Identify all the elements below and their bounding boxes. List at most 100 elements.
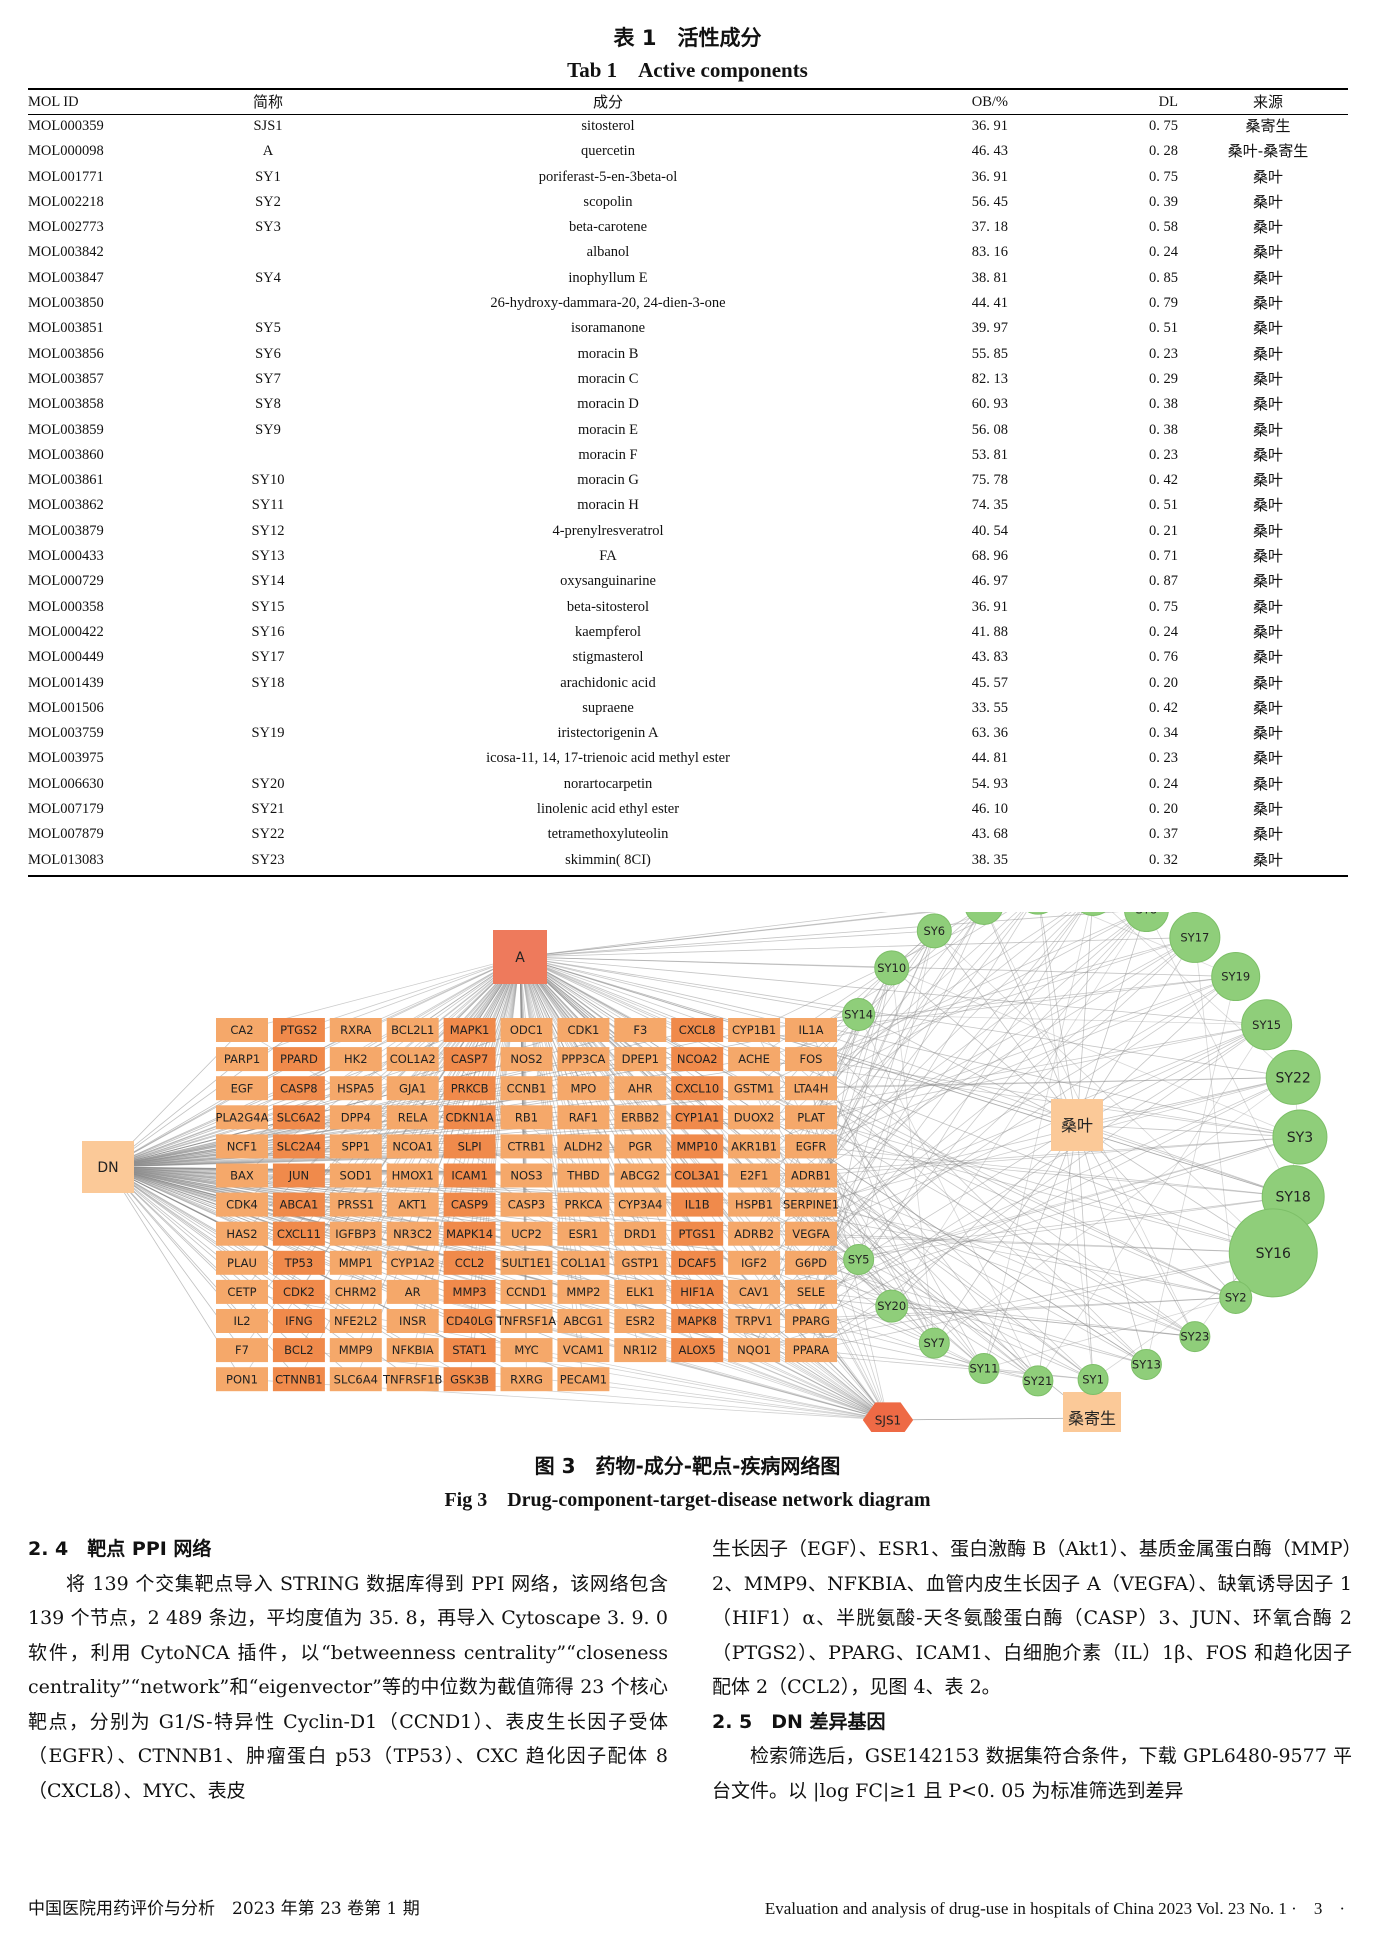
cell-abbr: SY2 (255, 193, 281, 210)
cell-component: supraene (582, 699, 634, 716)
target-label: PLA2G4A (216, 1110, 269, 1124)
target-label: COL3A1 (674, 1169, 720, 1183)
target-node (671, 1076, 724, 1101)
target-node (728, 1250, 781, 1275)
target-node (500, 1163, 553, 1188)
target-node (557, 1279, 610, 1304)
network-edge (810, 967, 893, 1234)
network-edge (891, 1124, 1078, 1307)
target-label: MAPK8 (677, 1314, 717, 1328)
target-label: E2F1 (740, 1169, 769, 1183)
cell-source: 桑叶 (1252, 547, 1283, 566)
network-edge (753, 1029, 1294, 1197)
network-edge (810, 912, 1027, 1264)
target-label: CHRM2 (335, 1285, 377, 1299)
target-label: UCP2 (511, 1227, 542, 1241)
target-label: LTA4H (794, 1081, 829, 1095)
cell-ob: 46. 43 (971, 143, 1008, 160)
section-2-4-heading: 2. 4 靶点 PPI 网络 (28, 1538, 212, 1560)
target-node (386, 1076, 439, 1101)
cell-source: 桑叶 (1252, 800, 1283, 819)
target-label: CYP1A1 (675, 1110, 719, 1124)
target-label: AR (405, 1285, 421, 1299)
cell-component: iristectorigenin A (557, 725, 659, 742)
target-node (728, 1047, 781, 1072)
network-edge (754, 1252, 1274, 1351)
target-label: DRD1 (624, 1227, 657, 1241)
cell-abbr: SY7 (255, 370, 281, 387)
component-label: SY15 (1252, 1018, 1281, 1032)
network-edge (858, 1136, 1301, 1260)
cell-ob: 37. 18 (971, 219, 1008, 236)
network-edge (519, 956, 893, 1307)
target-node (557, 1221, 610, 1246)
network-edge (810, 1233, 1274, 1254)
target-label: ELK1 (626, 1285, 655, 1299)
network-edge (810, 912, 1072, 1118)
target-label: ADRB2 (734, 1227, 774, 1241)
cell-source: 桑叶 (1252, 369, 1283, 388)
component-node (875, 1289, 909, 1323)
target-node (329, 1367, 382, 1392)
network-edge (519, 956, 812, 1031)
network-edge (810, 912, 1145, 1205)
cell-component: moracin D (577, 396, 639, 413)
network-edge (986, 912, 1078, 1126)
target-label: CXCL8 (679, 1023, 716, 1037)
cell-component: FA (599, 548, 617, 565)
network-edge (810, 1116, 1274, 1254)
cell-mol-id: MOL000359 (28, 118, 104, 134)
target-label: SULT1E1 (502, 1256, 551, 1270)
target-node (614, 1192, 667, 1217)
target-label: ODC1 (510, 1023, 543, 1037)
target-node (785, 1163, 837, 1188)
cell-mol-id: MOL003851 (28, 320, 104, 337)
network-edge (810, 937, 1196, 1176)
cell-dl: 0. 28 (1149, 143, 1178, 160)
network-edge (810, 1175, 985, 1369)
cell-mol-id: MOL003857 (28, 370, 104, 387)
cell-component: moracin C (577, 370, 639, 387)
network-edge (891, 967, 935, 1344)
network-edge (753, 1262, 1147, 1365)
target-label: EGF (231, 1081, 254, 1095)
target-label: TP53 (284, 1256, 314, 1270)
target-label: VCAM1 (563, 1343, 604, 1357)
network-edge (810, 1087, 1039, 1382)
target-label: ACHE (738, 1052, 770, 1066)
target-label: CETP (227, 1285, 256, 1299)
cell-ob: 38. 81 (971, 269, 1008, 286)
cell-component: isoramanone (570, 320, 646, 337)
cell-ob: 82. 13 (971, 370, 1008, 387)
target-label: IGFBP3 (335, 1227, 376, 1241)
target-label: CDKN1A (445, 1110, 493, 1124)
target-node (500, 1279, 553, 1304)
target-node (500, 1134, 553, 1159)
text-column-left: 2. 4 靶点 PPI 网络 将 139 个交集靶点导入 STRING 数据库得… (28, 1532, 668, 1808)
table-top-rule (28, 88, 1348, 90)
cell-mol-id: MOL003861 (28, 472, 104, 489)
cell-component: moracin H (577, 497, 639, 514)
target-node (329, 1309, 382, 1333)
target-label: TNFRSF1B (382, 1372, 442, 1386)
target-node (386, 1338, 439, 1363)
cell-dl: 0. 71 (1149, 548, 1178, 565)
cell-source: 桑叶 (1252, 648, 1283, 667)
cell-mol-id: MOL000449 (28, 649, 104, 666)
target-label: ALOX5 (679, 1343, 716, 1357)
network-edge (1076, 1124, 1094, 1380)
target-label: STAT1 (452, 1343, 487, 1357)
network-nodes: CA2PARP1EGFPLA2G4ANCF1BAXCDK4HAS2PLAUCET… (82, 912, 1328, 1432)
target-node (671, 1018, 724, 1042)
table-header-rule (28, 114, 1348, 115)
component-node (1124, 912, 1169, 933)
network-edge (810, 1136, 1301, 1293)
component-label: SY4 (973, 912, 995, 913)
network-edge (519, 956, 859, 1015)
target-label: SERPINE1 (783, 1198, 839, 1212)
cell-source: 桑叶 (1252, 597, 1283, 616)
